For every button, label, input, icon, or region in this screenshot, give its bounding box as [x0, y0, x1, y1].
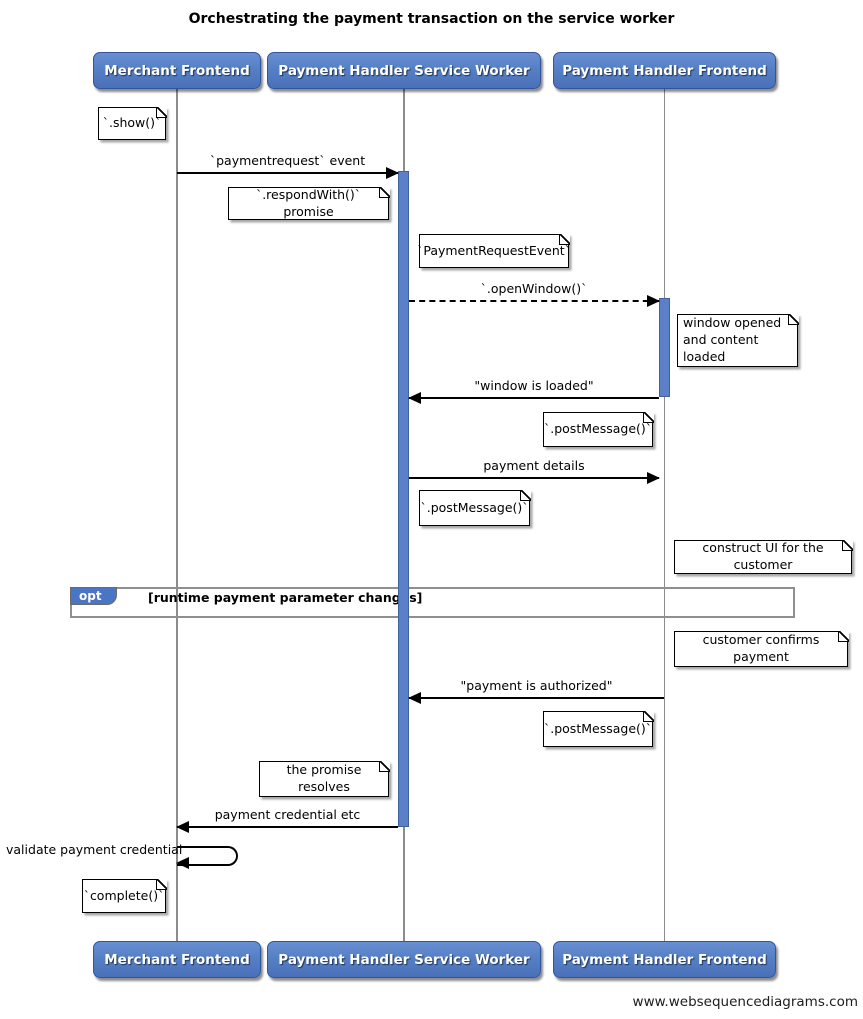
note-respondwith-promise: `.respondWith()` promise [228, 186, 390, 220]
note-promise-resolves: the promise resolves [259, 760, 390, 797]
watermark-link[interactable]: www.websequencediagrams.com [632, 994, 858, 1010]
note-show: `.show()` [98, 106, 167, 140]
note-fold-icon [642, 710, 654, 722]
activation-payment-handler-frontend [659, 298, 670, 397]
note-fold-icon [378, 186, 390, 198]
arrowhead-right-icon [647, 295, 660, 307]
note-window-opened: window opened and content loaded [677, 313, 799, 367]
message-window-is-loaded: "window is loaded" [408, 378, 659, 404]
note-fold-icon [378, 760, 390, 772]
note-customer-confirms: customer confirms payment [674, 630, 849, 667]
message-payment-credential-etc: payment credential etc [176, 807, 398, 833]
activation-service-worker [398, 171, 409, 827]
arrowhead-left-icon [176, 821, 189, 833]
message-payment-is-authorized: "payment is authorized" [408, 678, 664, 704]
note-fold-icon [837, 630, 849, 642]
message-paymentrequest-event: `paymentrequest` event [177, 153, 399, 179]
note-complete: `complete()` [82, 878, 167, 913]
note-postmessage-3: `.postMessage()` [543, 710, 654, 747]
note-fold-icon [642, 411, 654, 423]
fragment-opt-tab: opt [70, 587, 117, 605]
actor-merchant-frontend-bottom: Merchant Frontend [93, 941, 261, 978]
actor-merchant-frontend-top: Merchant Frontend [93, 52, 261, 89]
message-openwindow: `.openWindow()` [409, 281, 660, 307]
note-postmessage-1: `.postMessage()` [543, 411, 654, 447]
diagram-title: Orchestrating the payment transaction on… [188, 11, 675, 27]
note-fold-icon [787, 313, 799, 325]
message-payment-details: payment details [409, 458, 660, 484]
actor-payment-handler-frontend-bottom: Payment Handler Frontend [553, 941, 776, 978]
actor-payment-handler-service-worker-top: Payment Handler Service Worker [267, 52, 541, 89]
note-paymentrequestevent: `PaymentRequestEvent` [417, 233, 571, 268]
arrowhead-right-icon [647, 472, 660, 484]
note-postmessage-2: `.postMessage()` [419, 489, 531, 526]
note-fold-icon [558, 233, 570, 245]
lifeline-payment-handler-frontend [663, 89, 665, 942]
note-fold-icon [519, 489, 531, 501]
fragment-opt-keyword: opt [79, 589, 102, 603]
fragment-opt-condition: [runtime payment parameter changes] [148, 590, 423, 605]
note-fold-icon [155, 106, 167, 118]
actor-payment-handler-frontend-top: Payment Handler Frontend [553, 52, 776, 89]
message-validate-payment-credential-label: validate payment credential [6, 842, 183, 857]
lifeline-merchant-frontend [176, 89, 178, 942]
arrowhead-right-icon [386, 167, 399, 179]
actor-payment-handler-service-worker-bottom: Payment Handler Service Worker [267, 941, 541, 978]
arrowhead-left-icon [408, 692, 421, 704]
arrowhead-left-icon [176, 857, 189, 869]
note-fold-icon [841, 539, 853, 551]
note-fold-icon [155, 878, 167, 890]
message-validate-payment-credential-loop [176, 846, 238, 869]
fragment-opt: opt [runtime payment parameter changes] [70, 587, 795, 618]
note-construct-ui: construct UI for the customer [674, 539, 853, 574]
arrowhead-left-icon [408, 392, 421, 404]
